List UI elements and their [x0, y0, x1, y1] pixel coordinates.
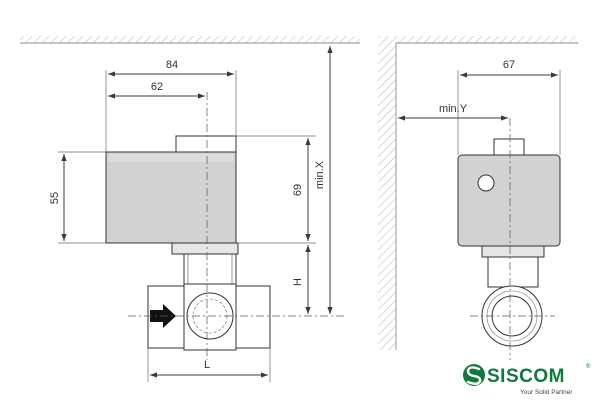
- front-view: 84 62 55 69 H min.X L: [20, 36, 360, 382]
- side-actuator-body: [457, 154, 561, 247]
- dimension-h-label: H: [292, 278, 304, 286]
- siscom-logo: SISCOM ® Your Solid Partner: [463, 363, 591, 396]
- dimension-69-label: 69: [292, 184, 304, 196]
- dimension-min-y-label: min.Y: [439, 103, 468, 115]
- side-view: 67 min.Y: [378, 36, 578, 360]
- ceiling-hatch-left: [20, 36, 360, 43]
- side-coupling-flange: [481, 245, 545, 258]
- ceiling-hatch-right: [378, 36, 578, 43]
- side-indicator-circle: [477, 174, 495, 192]
- side-actuator-knob: [493, 138, 525, 157]
- valve-body-center: [183, 283, 237, 351]
- brand-name: SISCOM: [487, 366, 565, 387]
- dimension-67-label: 67: [503, 59, 515, 71]
- wall-hatch: [378, 43, 396, 350]
- dimension-84-label: 84: [166, 59, 178, 71]
- brand-tagline: Your Solid Partner: [520, 389, 573, 396]
- dimension-min-x-label: min.X: [314, 160, 326, 189]
- registered-mark: ®: [586, 363, 591, 370]
- dimension-55-label: 55: [49, 192, 61, 204]
- actuator-body: [105, 151, 237, 244]
- actuator-knob: [175, 135, 237, 153]
- dimension-l-label: L: [204, 359, 210, 371]
- dimension-62-label: 62: [151, 81, 163, 93]
- valve-body-right-end: [235, 285, 271, 349]
- coupling-flange: [171, 242, 239, 255]
